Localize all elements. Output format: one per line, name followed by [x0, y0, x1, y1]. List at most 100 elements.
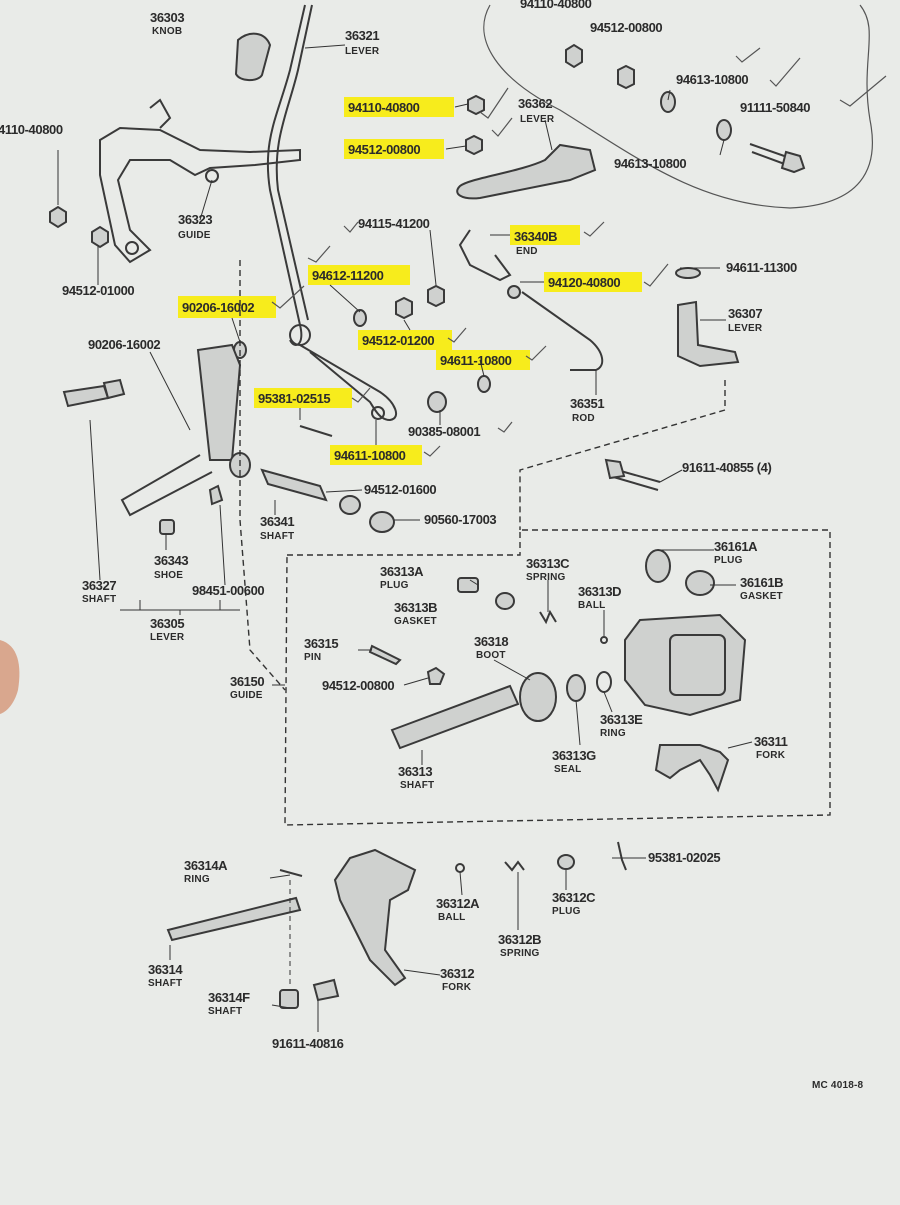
fork-36312-part — [333, 848, 417, 987]
label-36305-sub: LEVER — [150, 632, 185, 643]
label-36313G-sub: SEAL — [554, 764, 581, 775]
label-36321: 36321 — [345, 28, 379, 43]
label-36311: 36311 — [754, 734, 788, 749]
label-36313E-sub: RING — [600, 728, 626, 739]
label-95381-02025: 95381-02025 — [648, 850, 720, 865]
leader-lines — [57, 44, 753, 1032]
label-36313-sub: SHAFT — [400, 780, 434, 791]
label-36340B: 36340B — [514, 229, 557, 244]
fork-36311-part — [654, 744, 730, 793]
plug-part — [457, 577, 479, 593]
nut-part — [465, 134, 483, 156]
label-36343: 36343 — [154, 553, 188, 568]
label-36313E: 36313E — [600, 712, 643, 727]
label-36312A: 36312A — [436, 896, 480, 911]
label-36161A: 36161A — [714, 539, 758, 554]
nut-part — [427, 284, 445, 308]
washer-part — [477, 375, 491, 393]
label-95381-02515: 95381-02515 — [258, 391, 330, 406]
finger-photo-artifact — [0, 640, 20, 714]
label-36313D: 36313D — [578, 584, 621, 599]
label-36303: 36303 — [150, 10, 184, 25]
label-36313D-sub: BALL — [578, 600, 605, 611]
part-labels: 94110-40800 36303 KNOB 36321 LEVER 94512… — [0, 0, 863, 1091]
spring-part — [539, 609, 557, 625]
label-36161B: 36161B — [740, 575, 783, 590]
label-36314-sub: SHAFT — [148, 978, 182, 989]
seal-part — [566, 674, 586, 702]
label-36313A: 36313A — [380, 564, 424, 579]
label-94110-top: 94110-40800 — [520, 0, 592, 11]
label-36314A-sub: RING — [184, 874, 210, 885]
washer-part — [660, 91, 676, 113]
label-36341: 36341 — [260, 514, 294, 529]
label-91111-50840: 91111-50840 — [740, 100, 810, 115]
label-36362: 36362 — [518, 96, 552, 111]
label-36150-sub: GUIDE — [230, 690, 263, 701]
label-36341-sub: SHAFT — [260, 531, 294, 542]
label-36327-sub: SHAFT — [82, 594, 116, 605]
guide-assembly-box — [284, 529, 831, 826]
label-36312-sub: FORK — [442, 982, 472, 993]
label-90385-08001: 90385-08001 — [408, 424, 480, 439]
plug-part — [645, 549, 671, 583]
label-36313G: 36313G — [552, 748, 596, 763]
label-94612-11200: 94612-11200 — [312, 268, 384, 283]
gasket-part — [495, 592, 515, 610]
label-94611-10800-a: 94611-10800 — [440, 353, 512, 368]
label-90560-17003: 90560-17003 — [424, 512, 496, 527]
label-36312: 36312 — [440, 966, 474, 981]
bolt-part — [312, 978, 340, 1002]
label-36321-sub: LEVER — [345, 46, 380, 57]
label-36327: 36327 — [82, 578, 116, 593]
knob-part — [234, 32, 272, 82]
nut-part — [426, 666, 446, 685]
washer-part — [675, 267, 701, 279]
label-36323-sub: GUIDE — [178, 230, 211, 241]
nut-part — [49, 205, 109, 249]
nut-part — [617, 64, 635, 90]
label-90206-16002: 90206-16002 — [88, 337, 160, 352]
label-36315-sub: PIN — [304, 652, 321, 663]
label-4110-40800: 4110-40800 — [0, 122, 63, 137]
shoe-part — [159, 519, 175, 535]
plug-part — [557, 854, 575, 870]
label-36315: 36315 — [304, 636, 338, 651]
label-91611-40855: 91611-40855 (4) — [682, 460, 771, 475]
rod-part — [521, 291, 604, 371]
label-36313A-sub: PLUG — [380, 580, 409, 591]
label-36307-sub: LEVER — [728, 323, 763, 334]
label-36312B-sub: SPRING — [500, 948, 540, 959]
bushing-part — [427, 391, 447, 413]
lever-36362-part — [456, 143, 597, 200]
label-36314: 36314 — [148, 962, 183, 977]
label-36340B-sub: END — [516, 246, 538, 257]
ring-part — [279, 869, 303, 877]
label-36313C-sub: SPRING — [526, 572, 566, 583]
label-94512-01000: 94512-01000 — [62, 283, 134, 298]
cotter-pin-part — [299, 425, 333, 437]
label-36343-sub: SHOE — [154, 570, 183, 581]
label-36311-sub: FORK — [756, 750, 786, 761]
label-94120-40800: 94120-40800 — [548, 275, 620, 290]
label-94110-40800-hl: 94110-40800 — [348, 100, 420, 115]
washer-part — [339, 495, 361, 515]
shaft-36314-part — [166, 896, 302, 942]
label-36314F-sub: SHAFT — [208, 1006, 242, 1017]
label-36351-sub: ROD — [572, 413, 595, 424]
label-36303-sub: KNOB — [152, 26, 182, 37]
shaft-36313-part — [390, 684, 520, 750]
washer-part — [716, 119, 732, 141]
guide-housing-part — [624, 613, 747, 717]
spring-part — [504, 860, 525, 872]
guide-bracket-part — [99, 126, 301, 264]
label-36161B-sub: GASKET — [740, 591, 783, 602]
label-94115-41200: 94115-41200 — [358, 216, 430, 231]
label-94611-10800-b: 94611-10800 — [334, 448, 406, 463]
label-94512-00800-hl: 94512-00800 — [348, 142, 420, 157]
label-90206-16002-hl: 90206-16002 — [182, 300, 254, 315]
nut-part — [467, 94, 485, 116]
shaft-36341-part — [260, 468, 328, 502]
